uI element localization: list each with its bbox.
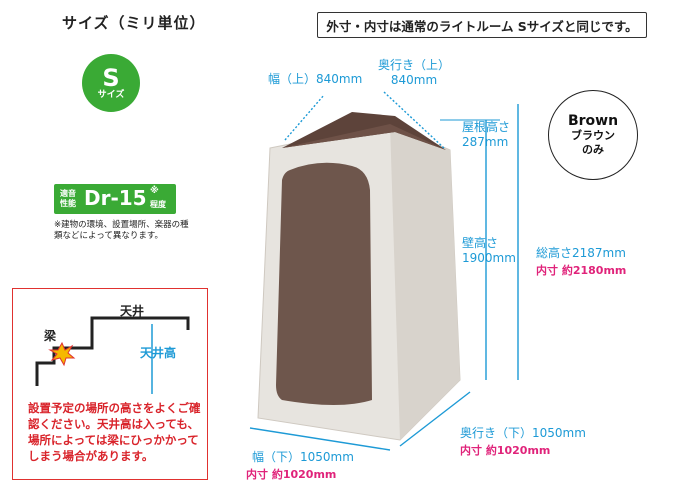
dr-suffix: 程度 [150, 200, 166, 209]
dr-value: Dr-15 [84, 186, 147, 210]
booth-roof-front [282, 124, 446, 150]
width-bottom-line [249, 427, 391, 451]
depth-top-label: 奥行き（上） 840mm [378, 58, 450, 88]
size-label: サイズ [97, 90, 125, 100]
wall-height-line2: 1900mm [462, 251, 516, 265]
total-inner-label: 内寸 約2180mm [536, 264, 627, 277]
dr-prefix-line1: 適音 [60, 189, 76, 198]
width-bottom-inner-label: 内寸 約1020mm [246, 468, 337, 481]
depth-top-line1: 奥行き（上） [378, 58, 451, 72]
wall-height-label: 壁高さ 1900mm [462, 236, 516, 266]
depth-bottom-label: 奥行き（下）1050mm [460, 426, 586, 440]
ceiling-diagram [35, 316, 190, 394]
depth-bottom-inner-label: 内寸 約1020mm [460, 444, 551, 457]
width-bottom-label: 幅（下）1050mm [252, 450, 354, 464]
depth-top-line2: 840mm [390, 73, 438, 87]
ceiling-warning-text: 設置予定の場所の高さをよくご確認ください。天井高は入っても、場所によっては梁にひ… [28, 401, 201, 463]
booth-side [390, 124, 460, 440]
beam-label: 梁 [44, 329, 57, 343]
dr-mark: ※ [150, 186, 159, 196]
size-note-box: 外寸・内寸は通常のライトルーム Sサイズと同じです。 [317, 12, 647, 38]
total-height-label: 総高さ2187mm [536, 246, 626, 260]
dr-footnote: ※建物の環境、設置場所、楽器の種類などによって異なります。 [54, 220, 189, 241]
color-name-jp-line1: ブラウン [571, 129, 615, 142]
ceiling-label: 天井 [120, 304, 145, 318]
width-top-line [284, 94, 325, 141]
roof-height-label: 屋根高さ 287mm [462, 120, 510, 150]
roof-height-line1: 屋根高さ [462, 120, 511, 134]
color-badge: Brown ブラウン のみ [548, 90, 638, 180]
page-title: サイズ（ミリ単位） [62, 14, 206, 32]
color-name-en: Brown [567, 113, 619, 129]
depth-top-line [383, 91, 445, 149]
color-name-jp-line2: のみ [582, 143, 604, 156]
width-top-label: 幅（上）840mm [268, 72, 363, 86]
ceiling-outline [35, 316, 190, 386]
ceiling-warning-box [12, 288, 208, 480]
size-note-text: 外寸・内寸は通常のライトルーム Sサイズと同じです。 [326, 18, 638, 34]
size-letter: S [102, 64, 120, 92]
collision-icon [48, 341, 76, 367]
size-badge: S サイズ [82, 54, 140, 112]
booth-door-window [276, 162, 372, 405]
dr-prefix: 適音 性能 [60, 189, 76, 209]
sound-performance-badge: 適音 性能 Dr-15 ※ 程度 [54, 184, 176, 214]
depth-bottom-line [399, 391, 471, 447]
dr-prefix-line2: 性能 [60, 199, 76, 208]
roof-height-line2: 287mm [462, 135, 509, 149]
wall-height-line1: 壁高さ [462, 236, 499, 250]
ceiling-height-label: 天井高 [140, 346, 177, 360]
